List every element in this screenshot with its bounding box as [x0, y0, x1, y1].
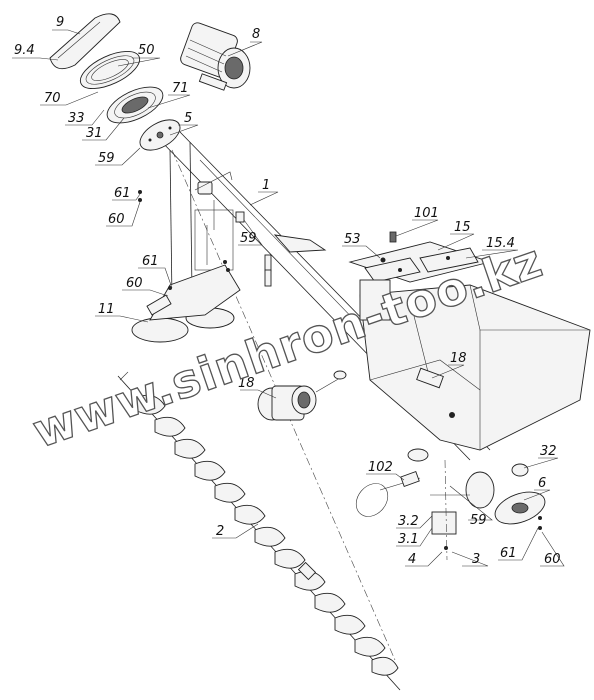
label-61-upper: 61	[114, 186, 131, 201]
label-61-right: 61	[500, 546, 517, 561]
label-71: 71	[172, 81, 189, 96]
auger-screw	[117, 371, 401, 691]
label-1: 1	[262, 178, 270, 193]
label-32: 32	[540, 444, 557, 459]
label-9: 9	[56, 15, 64, 30]
lower-bracket	[430, 459, 470, 561]
gear-motor	[257, 370, 347, 421]
label-101: 101	[414, 206, 439, 221]
label-4: 4	[408, 552, 416, 567]
label-2: 2	[216, 524, 224, 539]
label-18-hopper: 18	[450, 351, 467, 366]
label-59-mid: 59	[240, 231, 257, 246]
part-labels: 9.4 9 50 8 70 33 71 31 5 59 61 60 1 59 6…	[14, 15, 561, 567]
drive-belt	[49, 13, 121, 70]
bearing-cover	[355, 463, 546, 530]
pulley-small	[106, 86, 164, 124]
label-3-1: 3.1	[398, 532, 419, 547]
label-60-lower: 60	[126, 276, 143, 291]
label-60-upper: 60	[108, 212, 125, 227]
label-15-4: 15.4	[486, 236, 515, 251]
label-31: 31	[86, 126, 103, 141]
label-11: 11	[98, 302, 115, 317]
receiving-hopper	[359, 279, 591, 462]
electric-motor	[180, 22, 251, 91]
small-fasteners	[264, 234, 327, 287]
label-8: 8	[252, 27, 260, 42]
label-3: 3	[472, 552, 480, 567]
label-9-4: 9.4	[14, 43, 35, 58]
label-60-right: 60	[544, 552, 561, 567]
flange-plate	[139, 119, 181, 151]
label-33: 33	[68, 111, 85, 126]
label-15: 15	[454, 220, 471, 235]
label-50: 50	[138, 43, 155, 58]
label-59-upper: 59	[98, 151, 115, 166]
label-6: 6	[538, 476, 546, 491]
inlet-funnel	[131, 260, 241, 343]
label-18-motor: 18	[238, 376, 255, 391]
label-3-2: 3.2	[398, 514, 419, 529]
label-70: 70	[44, 91, 61, 106]
label-59-lower: 59	[470, 513, 487, 528]
label-53: 53	[344, 232, 361, 247]
pulley-large	[79, 51, 141, 89]
label-5: 5	[184, 111, 192, 126]
label-61-lower: 61	[142, 254, 159, 269]
label-102: 102	[368, 460, 393, 475]
cover-plates	[348, 231, 492, 283]
leader-lines	[12, 29, 565, 567]
